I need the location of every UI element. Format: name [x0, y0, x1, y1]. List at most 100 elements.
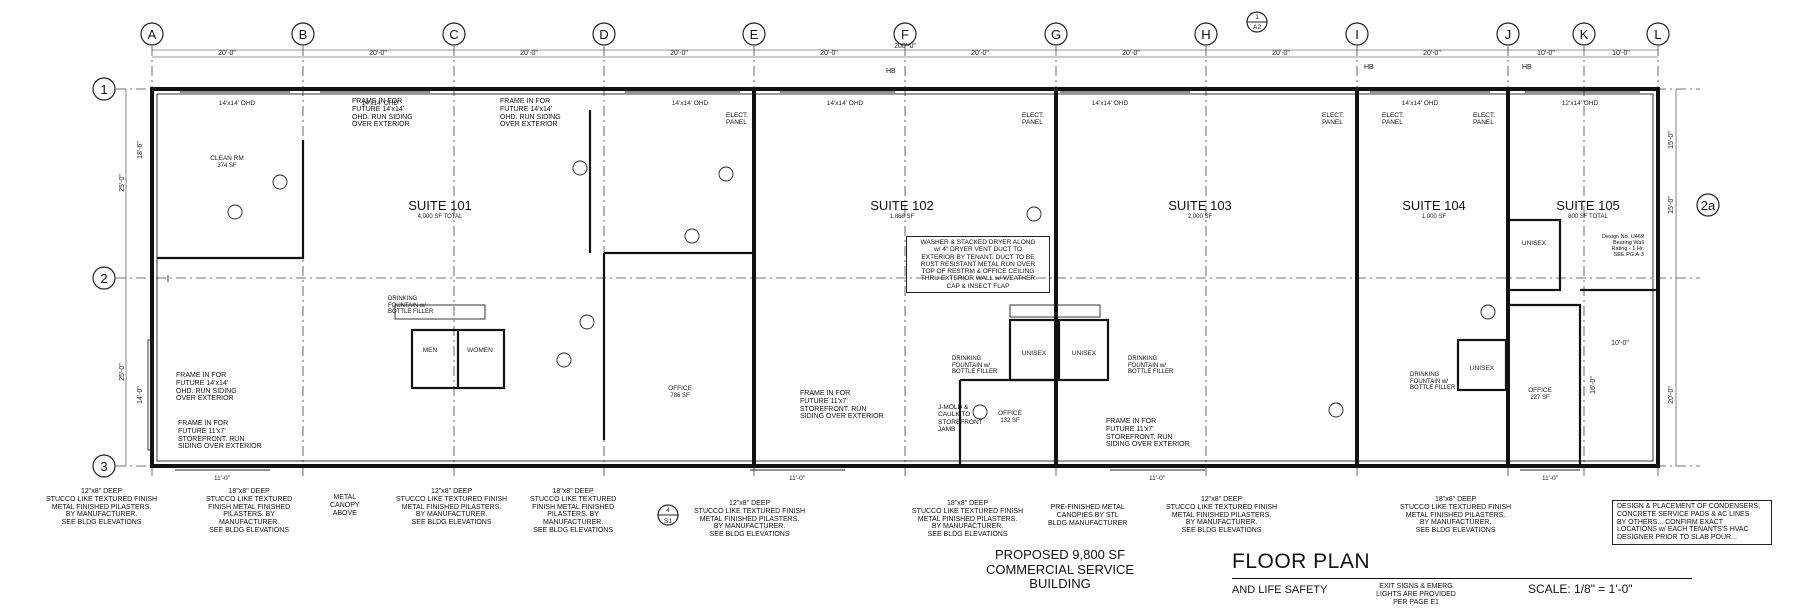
ohd-label: 14'x14' OHD [1402, 100, 1439, 107]
note-frame-storefront: FRAME IN FOR FUTURE 11'x7' STOREFRONT. R… [1106, 418, 1190, 449]
suite-name: SUITE 101 [408, 198, 472, 213]
suite-area: 800 SF TOTAL [1568, 214, 1608, 220]
room-name: UNISEX [1522, 240, 1547, 247]
ohd-label: 14'x14' OHD [672, 100, 709, 107]
room-name: OFFICE [1528, 387, 1552, 394]
drawing-title: FLOOR PLAN [1232, 550, 1371, 573]
callout-pilaster: 18"x8" DEEP STUCCO LIKE TEXTURED FINISH … [530, 488, 617, 535]
project-description: PROPOSED 9,800 SF COMMERCIAL SERVICE BUI… [985, 547, 1135, 592]
suite-area: 4,000 SF TOTAL [418, 214, 463, 220]
room-name: MEN [423, 347, 438, 354]
bay-dimension: 20'-0" [820, 50, 838, 57]
design-note-box: DESIGN & PLACEMENT OF CONDENSERS, CONCRE… [1612, 500, 1772, 546]
left-dimension: 14'-0" [137, 386, 144, 404]
grid-bubble-1: 1 [92, 77, 116, 101]
hose-bib-label: HB [1364, 64, 1374, 71]
grid-bubble-i: I [1345, 22, 1369, 46]
overall-dimension: 200'-0" [894, 43, 916, 50]
grid-bubble-2a: 2a [1696, 193, 1720, 217]
drawing-subtitle: AND LIFE SAFETY [1232, 584, 1328, 596]
right-dimensions: 15'-0" 15'-0" 20'-0" 10'-0" 16'-0" [1590, 89, 1677, 466]
room-name: UNISEX [1470, 365, 1495, 372]
storefront-dimension: 11'-0" [214, 475, 231, 482]
svg-text:1: 1 [100, 82, 107, 97]
svg-text:D: D [599, 27, 608, 42]
svg-text:3: 3 [100, 459, 107, 474]
callout-pilaster: 18"x8" DEEP STUCCO LIKE TEXTURED FINISH … [1400, 496, 1512, 535]
left-dimension: 25'-0" [119, 363, 126, 381]
bay-dimension: 20'-0" [218, 50, 236, 57]
room-area: 374 SF [217, 163, 237, 169]
note-design-wall: Design No. U469 Bearing Wall Rating - 1 … [1602, 234, 1644, 259]
right-dimension: 15'-0" [1668, 131, 1675, 149]
right-dimension: 15'-0" [1668, 196, 1675, 214]
suite-area: 2,000 SF [1188, 214, 1213, 220]
row-grid: 1 2 3 2a [92, 77, 1720, 478]
overhead-doors: 14'x14' OHD 14'x14' OHD 14'x14' OHD 14'x… [180, 91, 1640, 107]
suite-102-103-interior: UNISEX UNISEX OFFICE 132 SF [958, 304, 1110, 466]
callout-pilaster: 12"x8" DEEP STUCCO LIKE TEXTURED FINISH … [46, 488, 158, 527]
svg-text:H: H [1201, 27, 1210, 42]
grid-bubble-b: B [291, 22, 315, 46]
bay-dimension: 20'-0" [520, 50, 538, 57]
top-dimensions: 200'-0" 20'-0" 20'-0" 20'-0" 20'-0" 20'-… [152, 43, 1658, 58]
svg-text:G: G [1051, 27, 1061, 42]
note-washer-dryer: WASHER & STACKED DRYER ALONG w/ 4" DRYER… [906, 236, 1050, 293]
grid-bubble-e: E [742, 22, 766, 46]
bay-dimension: 20'-0" [1122, 50, 1140, 57]
svg-text:2a: 2a [1701, 198, 1716, 213]
bay-dimension: 20'-0" [670, 50, 688, 57]
right-dimension: 20'-0" [1668, 386, 1675, 404]
grid-bubble-d: D [592, 22, 616, 46]
note-frame-storefront: FRAME IN FOR FUTURE 11'x7' STOREFRONT. R… [800, 390, 884, 421]
svg-text:4: 4 [666, 507, 670, 514]
grid-bubble-k: K [1572, 22, 1596, 46]
svg-text:C: C [449, 27, 458, 42]
suite-name: SUITE 104 [1402, 198, 1466, 213]
svg-text:2: 2 [100, 271, 107, 286]
bay-dimension: 10'-0" [1612, 50, 1630, 57]
svg-text:E: E [750, 27, 759, 42]
ohd-label: 14'x14' OHD [219, 100, 256, 107]
bay-dimension: 20'-0" [369, 50, 387, 57]
ohd-label: 14'x14' OHD [827, 100, 864, 107]
exterior-walls [150, 87, 1660, 468]
room-name: CLEAN RM [210, 155, 244, 162]
room-name: UNISEX [1072, 350, 1097, 357]
grid-bubble-3: 3 [92, 454, 116, 478]
svg-text:L: L [1654, 27, 1661, 42]
suite-name: SUITE 105 [1556, 198, 1620, 213]
svg-text:A2: A2 [1253, 24, 1261, 31]
suite-name: SUITE 103 [1168, 198, 1232, 213]
suite-name: SUITE 102 [870, 198, 934, 213]
note-elect-panel: ELECT. PANEL [726, 112, 749, 127]
left-dimension: 18'-6" [137, 141, 144, 159]
column-grid: A B C D E F G H I J K L [140, 22, 1670, 46]
exit-signs [227, 160, 1496, 420]
right-dimension: 10'-0" [1611, 340, 1629, 347]
note-drinking-fountain: DRINKING FOUNTAIN w/ BOTTLE FILLER [952, 356, 998, 376]
bay-dimension: 20'-0" [1423, 50, 1441, 57]
note-frame-ohd: FRAME IN FOR FUTURE 14'x14' OHD. RUN SID… [500, 98, 561, 129]
svg-text:I: I [1355, 27, 1359, 42]
suite-101-interior: CLEAN RM 374 SF OFFICE 786 SF MEN WOMEN [147, 110, 754, 451]
note-elect-panel: ELECT. PANEL [1382, 112, 1405, 127]
note-elect-panel: ELECT. PANEL [1022, 112, 1045, 127]
callout-canopy: METAL CANOPY ABOVE [330, 494, 360, 517]
callout-pilaster: 12"x8" DEEP STUCCO LIKE TEXTURED FINISH … [1166, 496, 1278, 535]
room-area: 227 SF [1530, 395, 1550, 401]
bay-dimension: 20'-0" [1272, 50, 1290, 57]
storefront-dimension: 11'-0" [789, 475, 806, 482]
svg-text:A: A [148, 27, 157, 42]
note-frame-storefront: FRAME IN FOR FUTURE 11'x7' STOREFRONT. R… [178, 420, 262, 451]
room-area: 786 SF [670, 393, 690, 399]
note-drinking-fountain: DRINKING FOUNTAIN w/ BOTTLE FILLER [1128, 356, 1174, 376]
note-elect-panel: ELECT. PANEL [1322, 112, 1345, 127]
grid-bubble-h: H [1194, 22, 1218, 46]
grid-bubble-l: L [1646, 22, 1670, 46]
storefront-dimension: 11'-0" [1542, 475, 1559, 482]
note-drinking-fountain: DRINKING FOUNTAIN w/ BOTTLE FILLER [388, 296, 434, 316]
room-area: 132 SF [1000, 418, 1020, 424]
svg-text:K: K [1580, 27, 1589, 42]
